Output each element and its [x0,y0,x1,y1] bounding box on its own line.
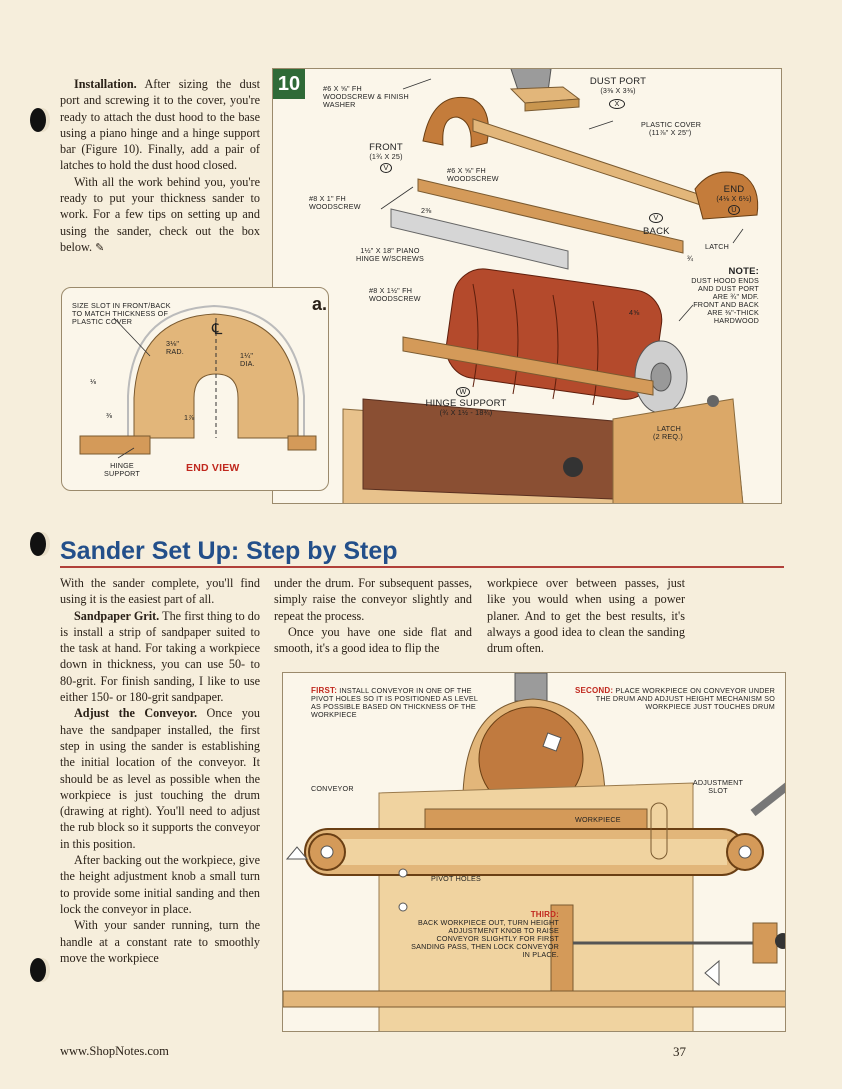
screw-8-112-label: #8 x 1½" Fh woodscrew [369,286,421,303]
step-second-note: SECOND: PLACE WORKPIECE ON CONVEYOR UNDE… [565,687,775,711]
centerline-mark: ℄ [212,321,223,338]
section-title: Sander Set Up: Step by Step [60,537,398,565]
note-title: NOTE: [728,266,759,277]
end-dim: (4⅛ x 6½) [716,194,752,203]
installation-body: After sizing the dust port and screwing … [60,77,260,173]
hinge-support-dim: (¾ x 1½ - 18¾) [439,408,493,417]
end-mark-icon: ✎ [95,241,105,254]
dust-port-label: DUST PORT [589,76,647,87]
column-3: workpiece over between passes, just like… [487,575,685,656]
screw-58-label: #6 x ⅝" Fh woodscrew [447,166,499,183]
sandpaper-body: The first thing to do is install a strip… [60,608,260,705]
dust-port-dim: (3⅜ x 3⅜) [600,86,636,95]
end-view-label: END VIEW [186,462,240,474]
step-third-note: THIRD:BACK WORKPIECE OUT, TURN HEIGHT AD… [409,911,559,959]
back-label: BACK [643,226,670,237]
note-body: DUST HOOD ENDS AND DUST PORT ARE ¾" MDF.… [691,276,759,325]
piano-hinge-label: 1½" x 18" PIANO HINGE w/SCREWS [356,246,424,263]
second-text: PLACE WORKPIECE ON CONVEYOR UNDER THE DR… [595,686,775,711]
col3-paragraph-1: workpiece over between passes, just like… [487,576,685,656]
v-marker-back: V [649,213,663,223]
installation-heading: Installation. [74,77,137,91]
v-marker: V [380,163,392,173]
inset-letter: a. [312,294,328,314]
front-label: FRONT [369,142,403,153]
binder-hole [30,532,46,556]
figure-number: 10 [273,69,305,99]
plastic-cover-dim: (11⅞" x 25") [649,128,692,137]
front-dim: (1¾ x 25) [369,152,403,161]
after-paragraph: After backing out the workpiece, give th… [60,853,260,916]
inset-a-end-view: SIZE SLOT IN FRONT/BACK TO MATCH THICKNE… [61,287,329,491]
dim-34: ¾ [687,254,694,263]
plastic-cover-label: PLASTIC COVER [641,120,702,129]
figure-10-dust-hood-diagram: 10 [272,68,782,504]
dim-458: 4⅝ [629,308,640,317]
column-1: With the sander complete, you'll find us… [60,575,260,966]
second-keyword: SECOND: [574,686,614,695]
running-paragraph: With your sander running, turn the handl… [60,918,260,965]
x-marker: X [609,99,625,109]
conveyor-body: Once you have the sandpaper installed, t… [60,706,260,851]
dim-38: ⅜ [106,411,113,420]
dia-label: 1¼" DIA. [240,351,255,368]
dim-238: 2⅜ [421,206,432,215]
w-marker: W [456,387,470,397]
rad-label: 3⅛" RAD. [166,339,184,356]
hinge-support-label: HINGE SUPPORT [425,398,507,409]
conveyor-label: CONVEYOR [311,784,354,793]
dim-18: ⅛ [90,377,97,386]
first-keyword: FIRST: [311,686,338,695]
section-rule [60,566,784,568]
workpiece-label: WORKPIECE [575,815,621,824]
col2-paragraph-1: under the drum. For subsequent passes, s… [274,576,472,623]
binder-hole [30,958,46,982]
column-2: under the drum. For subsequent passes, s… [274,575,472,656]
third-text: BACK WORKPIECE OUT, TURN HEIGHT ADJUSTME… [411,918,559,959]
closing-paragraph: With all the work behind you, you're rea… [60,174,260,254]
installation-text: Installation. After sizing the dust port… [60,76,260,256]
conveyor-heading: Adjust the Conveyor. [74,706,198,721]
setup-diagram: FIRST: INSTALL CONVEYOR IN ONE OF THE PI… [282,672,786,1032]
end-label: END [723,184,745,195]
latch-2-req: (2 REQ.) [653,432,683,441]
pivot-holes-label: PIVOT HOLES [431,874,481,883]
latch-label: LATCH [705,242,730,251]
adjustment-slot-label: ADJUSTMENT SLOT [692,778,744,795]
size-slot-label: SIZE SLOT IN FRONT/BACK TO MATCH THICKNE… [72,301,171,326]
u-marker: U [728,205,740,215]
binder-hole [30,108,46,132]
screw-8-1-label: #8 x 1" Fh woodscrew [309,194,361,211]
screw-washer-label: #6 x ⅝" Fh woodscrew & finish washer [323,84,409,109]
third-keyword: THIRD: [530,910,559,919]
inset-hinge-support-label: HINGE SUPPORT [103,461,140,478]
dust-hood-illustration [342,69,759,503]
latch-2-label: LATCH [657,424,682,433]
step-first-note: FIRST: INSTALL CONVEYOR IN ONE OF THE PI… [311,687,481,719]
end-view-illustration [79,304,317,459]
page-number: 37 [673,1044,686,1059]
first-text: INSTALL CONVEYOR IN ONE OF THE PIVOT HOL… [311,686,478,719]
sander-setup-illustration [283,673,785,1031]
col2-paragraph-2: Once you have one side flat and smooth, … [274,624,472,656]
intro-paragraph: With the sander complete, you'll find us… [60,576,260,607]
dim-178: 1⅞ [184,413,195,422]
sandpaper-heading: Sandpaper Grit. [74,608,160,623]
footer-url: www.ShopNotes.com [60,1044,169,1058]
